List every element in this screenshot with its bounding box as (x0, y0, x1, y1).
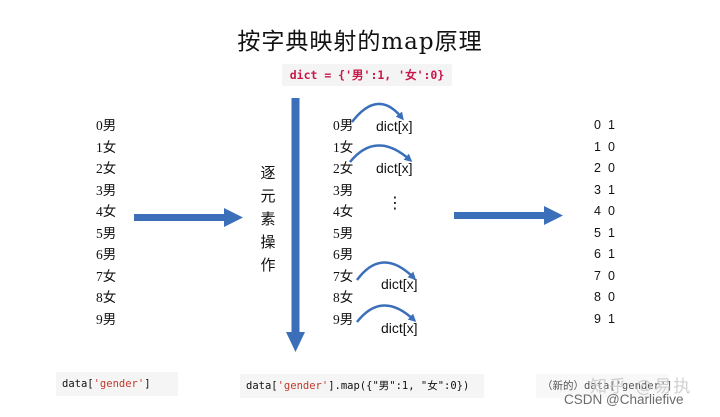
left-row: 2女 (96, 161, 117, 176)
ellipsis-icon: ⋮ (387, 195, 403, 211)
middle-row: 8女 (333, 290, 354, 305)
csdn-watermark: CSDN @Charliefive (564, 392, 684, 407)
result-index: 1 (594, 139, 601, 154)
middle-row: 9男 (333, 311, 354, 327)
curved-arrow-icon (355, 261, 417, 281)
vertical-char: 逐 (260, 164, 276, 182)
ellipsis-glyph: ⋮ (387, 193, 403, 212)
result-value: 1 (608, 311, 615, 326)
result-index: 2 (594, 161, 601, 175)
left-row: 9男 (96, 311, 117, 327)
left-row: 4女 (96, 204, 117, 219)
vertical-char: 作 (260, 256, 276, 274)
middle-row: 5男 (333, 225, 354, 241)
right-arrow-icon (134, 208, 243, 227)
dict-literal: dict = {'男':1, '女':0} (282, 64, 452, 86)
page-title: 按字典映射的map原理 (237, 29, 483, 55)
code-map-expression: data['gender'].map({"男":1, "女":0}) (240, 374, 484, 398)
result-index: 4 (594, 204, 601, 218)
result-index: 9 (594, 311, 601, 326)
middle-row: 7女 (333, 268, 354, 284)
code-text: data[ (246, 380, 278, 392)
code-text: ].map({"男":1, "女":0}) (328, 380, 470, 392)
vertical-char: 素 (260, 210, 276, 228)
vertical-char: 元 (260, 187, 276, 205)
result-value: 0 (608, 161, 615, 175)
result-index: 3 (594, 182, 601, 197)
result-value: 0 (608, 268, 615, 283)
code-text: data[ (62, 378, 94, 390)
left-row: 5男 (96, 225, 117, 241)
result-value: 1 (608, 118, 615, 132)
vertical-char: 操 (260, 233, 276, 251)
curved-arrow-icon (349, 144, 413, 163)
middle-row: 0男 (333, 118, 354, 133)
result-index: 5 (594, 225, 601, 240)
result-index: 7 (594, 268, 601, 283)
middle-row: 6男 (333, 247, 354, 262)
code-new-column: （新的）data['gender'] (536, 374, 673, 398)
result-value: 1 (608, 247, 615, 261)
result-value: 1 (608, 225, 615, 240)
code-original-column: data['gender'] (56, 372, 178, 396)
middle-series: 0男 1女 2女 3男 4女 5男 6男 7女 8女 9男 (333, 115, 353, 330)
result-value: 0 (608, 290, 615, 304)
zhihu-watermark: 知乎 @易执 (590, 377, 693, 397)
middle-row: 1女 (333, 139, 354, 155)
lookup-label: dict[x] (376, 160, 413, 176)
code-string: 'gender' (93, 378, 145, 390)
lookup-label: dict[x] (376, 118, 413, 134)
middle-row: 2女 (333, 161, 354, 176)
result-value: 0 (608, 204, 615, 218)
middle-row: 3男 (333, 182, 354, 198)
left-row: 6男 (96, 247, 117, 262)
left-row: 3男 (96, 182, 117, 198)
left-row: 7女 (96, 268, 117, 284)
result-index: 8 (594, 290, 601, 304)
left-row: 8女 (96, 290, 117, 305)
lookup-label: dict[x] (381, 320, 418, 336)
code-text: ] (144, 378, 151, 390)
right-arrow-icon (454, 206, 563, 225)
left-row: 0男 (96, 118, 117, 133)
down-arrow-icon (286, 98, 305, 352)
curved-arrow-icon (356, 304, 417, 323)
code-string: 'gender' (277, 380, 329, 392)
result-index: 0 (594, 118, 601, 132)
left-series: 0男 1女 2女 3男 4女 5男 6男 7女 8女 9男 (96, 115, 116, 330)
middle-row: 4女 (333, 204, 354, 219)
result-value: 0 (608, 139, 615, 154)
result-value: 1 (608, 182, 615, 197)
element-wise-operation-label: 逐 元 素 操 作 (256, 162, 280, 277)
result-index: 6 (594, 247, 601, 261)
curved-arrow-icon (351, 102, 404, 123)
left-row: 1女 (96, 139, 117, 155)
